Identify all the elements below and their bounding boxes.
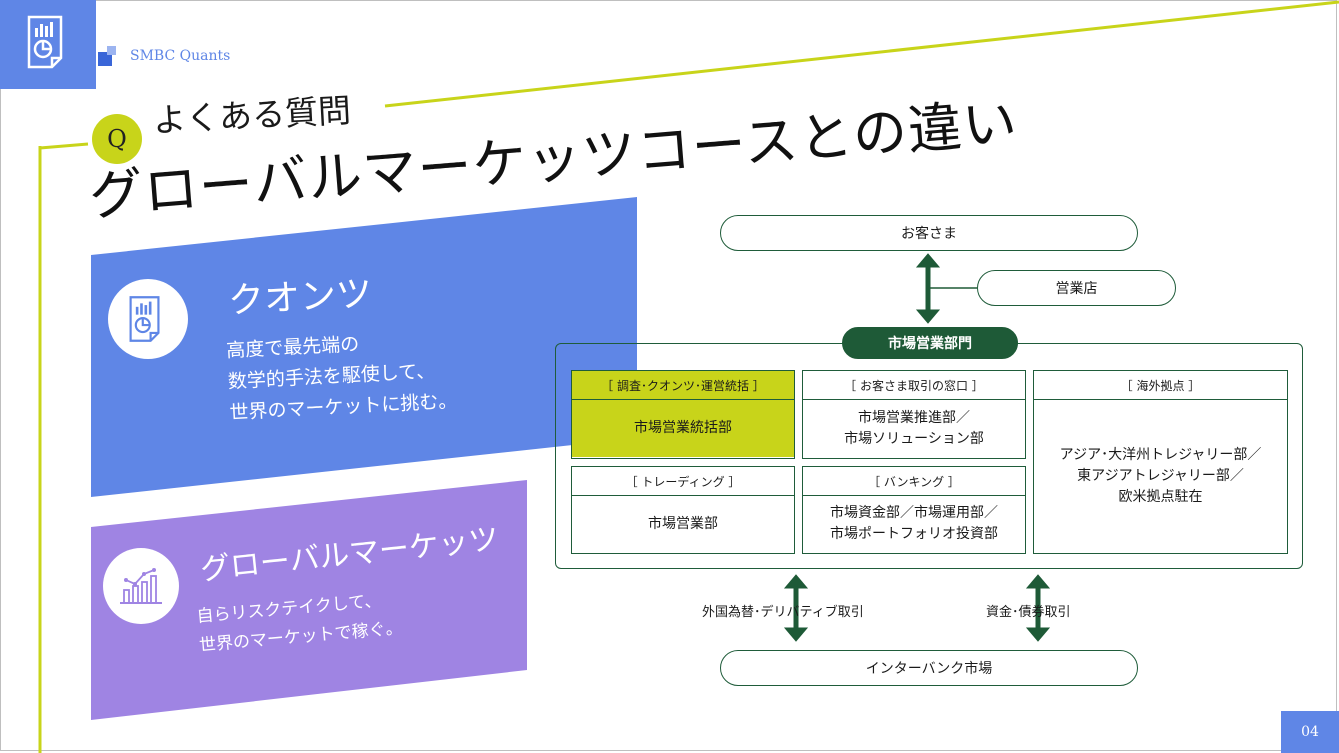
department-name: 市場ソリューション部: [844, 430, 984, 447]
org-cell-research-quants: ［ 調査･クオンツ･運営統括 ］ 市場営業統括部: [571, 370, 795, 459]
quants-panel: [91, 197, 637, 497]
department-name: 市場営業推進部／: [858, 409, 970, 426]
arrow-down-icon: [783, 627, 809, 642]
document-chart-icon: [27, 15, 63, 69]
department-name: アジア･大洋州トレジャリー部／: [1059, 446, 1262, 463]
document-chart-icon: [129, 296, 160, 342]
org-cell-body: アジア･大洋州トレジャリー部／ 東アジアトレジャリー部／ 欧米拠点駐在: [1034, 400, 1287, 552]
department-name: 市場ポートフォリオ投資部: [830, 526, 998, 542]
org-cell-body: 市場営業部: [572, 496, 794, 552]
department-name: 市場資金部／市場運用部／: [830, 505, 998, 521]
global-markets-panel: [91, 480, 527, 720]
org-cell-header: ［ バンキング ］: [803, 467, 1025, 496]
markets-division-node: 市場営業部門: [842, 327, 1018, 359]
question-badge: Q: [92, 114, 142, 164]
org-cell-header: ［ トレーディング ］: [572, 467, 794, 496]
branch-node: 営業店: [977, 270, 1176, 306]
brand-name: SMBC Quants: [130, 48, 231, 64]
interbank-market-node: インターバンク市場: [720, 650, 1138, 686]
department-name: 欧米拠点駐在: [1118, 488, 1203, 505]
department-name: 市場営業統括部: [634, 420, 732, 436]
org-cell-trading: ［ トレーディング ］ 市場営業部: [571, 466, 795, 554]
brand-mark-icon: [98, 44, 122, 68]
customer-node: お客さま: [720, 215, 1138, 251]
org-cell-body: 市場資金部／市場運用部／ 市場ポートフォリオ投資部: [803, 496, 1025, 552]
corner-block: [0, 0, 96, 89]
org-cell-header: ［ 海外拠点 ］: [1034, 371, 1287, 400]
org-cell-header: ［ 調査･クオンツ･運営統括 ］: [572, 371, 794, 400]
department-name: 市場営業部: [648, 515, 718, 532]
arrow-up-icon: [915, 253, 941, 268]
arrow-up-icon: [1025, 574, 1051, 589]
arrow-down-icon: [915, 309, 941, 324]
brand-logo: SMBC Quants: [98, 44, 230, 68]
line-bar-chart-icon: [120, 568, 162, 604]
org-cell-banking: ［ バンキング ］ 市場資金部／市場運用部／ 市場ポートフォリオ投資部: [802, 466, 1026, 554]
org-cell-body: 市場営業推進部／ 市場ソリューション部: [803, 400, 1025, 457]
fx-derivatives-label: 外国為替･デリバティブ取引: [702, 605, 864, 620]
arrow-up-icon: [783, 574, 809, 589]
arrow-down-icon: [1025, 627, 1051, 642]
funds-bonds-label: 資金･債券取引: [986, 605, 1071, 620]
department-name: 東アジアトレジャリー部／: [1077, 467, 1244, 484]
org-cell-customer-window: ［ お客さま取引の窓口 ］ 市場営業推進部／ 市場ソリューション部: [802, 370, 1026, 459]
org-cell-overseas: ［ 海外拠点 ］ アジア･大洋州トレジャリー部／ 東アジアトレジャリー部／ 欧米…: [1033, 370, 1288, 554]
org-cell-body: 市場営業統括部: [572, 400, 794, 457]
page-number: 04: [1281, 711, 1339, 753]
quants-icon-circle: [108, 279, 188, 359]
org-cell-header: ［ お客さま取引の窓口 ］: [803, 371, 1025, 400]
global-markets-icon-circle: [103, 548, 179, 624]
